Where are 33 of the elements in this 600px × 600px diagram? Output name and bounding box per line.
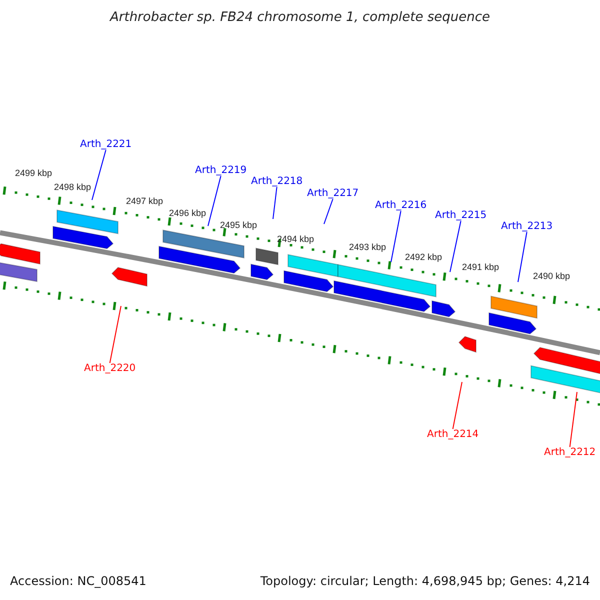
scale-label: 2499 kbp <box>15 168 52 178</box>
gene-label: Arth_2216 <box>375 200 427 211</box>
gene-label: Arth_2218 <box>251 176 303 187</box>
gene-label: Arth_2215 <box>435 210 487 221</box>
leader-line <box>109 306 122 364</box>
leader-line <box>324 198 334 224</box>
gene-label: Arth_2212 <box>544 447 596 458</box>
accession-text: Accession: NC_008541 <box>10 574 146 588</box>
gene-label: Arth_2221 <box>80 139 132 150</box>
leader-line <box>208 176 222 226</box>
leader-line <box>452 382 462 430</box>
leader-line <box>569 392 578 448</box>
leader-line <box>390 210 402 262</box>
genome-info-text: Topology: circular; Length: 4,698,945 bp; Genes: 4,214 <box>260 574 590 588</box>
scale-label: 2496 kbp <box>169 208 206 218</box>
leader-line <box>272 186 278 220</box>
scale-label: 2497 kbp <box>126 196 164 206</box>
gene-label: Arth_2213 <box>501 221 553 232</box>
leader-line <box>450 220 462 272</box>
gene-label: Arth_2217 <box>307 188 359 199</box>
gene-label: Arth_2214 <box>427 429 479 440</box>
gene-label: Arth_2220 <box>84 363 136 374</box>
leader-line <box>518 232 528 282</box>
scale-label: 2493 kbp <box>349 242 386 252</box>
scale-label: 2494 kbp <box>277 234 314 244</box>
scale-label: 2495 kbp <box>220 220 258 230</box>
scale-label: 2490 kbp <box>533 271 570 281</box>
gene-label: Arth_2219 <box>195 165 247 176</box>
scale-label: 2491 kbp <box>462 262 500 272</box>
scale-label: 2498 kbp <box>54 182 92 192</box>
diagram-title: Arthrobacter sp. FB24 chromosome 1, complete sequence <box>108 10 492 25</box>
scale-label: 2492 kbp <box>405 252 442 262</box>
leader-line <box>92 150 106 200</box>
